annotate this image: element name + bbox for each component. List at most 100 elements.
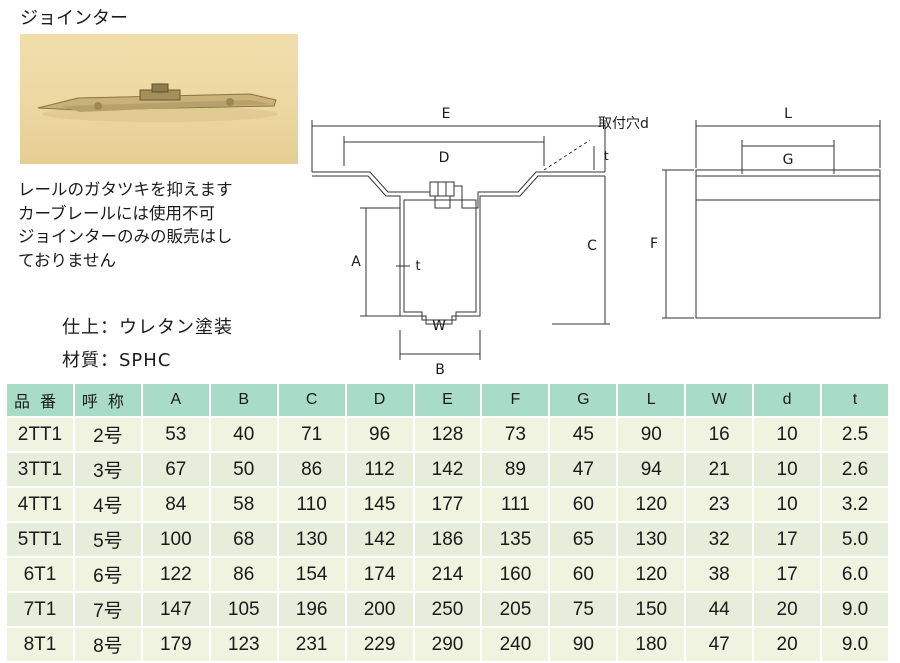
- table-cell: 3TT1: [5, 451, 75, 488]
- table-cell: 94: [616, 451, 687, 488]
- technical-drawing: E D A t C W B 取付穴d t L G F: [311, 106, 881, 378]
- table-cell: 4TT1: [5, 486, 75, 523]
- table-cell: 154: [276, 556, 347, 593]
- table-cell: 73: [480, 416, 551, 453]
- jointer-photo-illustration: [37, 83, 278, 122]
- table-cell: 130: [616, 521, 687, 558]
- table-cell: 65: [548, 521, 619, 558]
- col-header: t: [820, 382, 890, 418]
- mounting-hole-label: 取付穴d: [598, 116, 649, 132]
- col-header: E: [412, 382, 483, 418]
- dimension-d-label: D: [439, 150, 450, 166]
- table-cell: 130: [276, 521, 347, 558]
- thickness-label: t: [604, 149, 609, 163]
- table-cell: 105: [208, 591, 279, 628]
- table-cell: 147: [140, 591, 211, 628]
- table-cell: 160: [480, 556, 551, 593]
- table-cell: 17: [752, 521, 823, 558]
- table-cell: 89: [480, 451, 551, 488]
- table-cell: 214: [412, 556, 483, 593]
- table-cell: 5.0: [820, 521, 890, 558]
- page-title: ジョインター: [20, 8, 128, 29]
- table-cell: 196: [276, 591, 347, 628]
- table-cell: 122: [140, 556, 211, 593]
- table-cell: 20: [752, 591, 823, 628]
- table-cell: 90: [548, 626, 619, 663]
- table-cell: 44: [684, 591, 755, 628]
- col-header: F: [480, 382, 551, 418]
- table-cell: 142: [344, 521, 415, 558]
- table-cell: 84: [140, 486, 211, 523]
- col-header: G: [548, 382, 619, 418]
- table-cell: 205: [480, 591, 551, 628]
- table-cell: 240: [480, 626, 551, 663]
- table-cell: 40: [208, 416, 279, 453]
- col-header: 品番: [5, 382, 75, 418]
- table-cell: 186: [412, 521, 483, 558]
- table-cell: 142: [412, 451, 483, 488]
- table-cell: 145: [344, 486, 415, 523]
- table-cell: 23: [684, 486, 755, 523]
- table-cell: 32: [684, 521, 755, 558]
- table-cell: 177: [412, 486, 483, 523]
- table-cell: 50: [208, 451, 279, 488]
- table-cell: 200: [344, 591, 415, 628]
- material-spec: 材質：SPHC: [62, 350, 172, 371]
- product-photo: [20, 34, 298, 164]
- table-cell: 9.0: [820, 626, 890, 663]
- col-header: A: [140, 382, 211, 418]
- table-cell: 135: [480, 521, 551, 558]
- table-cell: 6号: [72, 556, 143, 593]
- col-header: d: [752, 382, 823, 418]
- dimension-f-label: F: [650, 236, 658, 252]
- notes: レールのガタツキを抑えますカーブレールには使用不可ジョインターのみの販売はしてお…: [18, 178, 233, 272]
- table-cell: 17: [752, 556, 823, 593]
- dimension-l-label: L: [784, 106, 792, 122]
- col-header: D: [344, 382, 415, 418]
- col-header: C: [276, 382, 347, 418]
- table-cell: 120: [616, 486, 687, 523]
- finish-spec: 仕上：ウレタン塗装: [62, 317, 233, 338]
- table-cell: 2TT1: [5, 416, 75, 453]
- table-cell: 20: [752, 626, 823, 663]
- col-header: W: [684, 382, 755, 418]
- table-cell: 21: [684, 451, 755, 488]
- note-line: レールのガタツキを抑えます: [18, 180, 233, 199]
- table-cell: 290: [412, 626, 483, 663]
- dimension-g-label: G: [783, 152, 794, 168]
- table-cell: 112: [344, 451, 415, 488]
- table-cell: 86: [208, 556, 279, 593]
- note-line: ておりません: [18, 250, 117, 270]
- table-cell: 6T1: [5, 556, 75, 593]
- table-cell: 174: [344, 556, 415, 593]
- table-cell: 100: [140, 521, 211, 558]
- table-cell: 111: [480, 486, 551, 523]
- table-cell: 47: [684, 626, 755, 663]
- table-cell: 7T1: [5, 591, 75, 628]
- table-cell: 4号: [72, 486, 143, 523]
- table-cell: 58: [208, 486, 279, 523]
- table-cell: 9.0: [820, 591, 890, 628]
- table-cell: 60: [548, 486, 619, 523]
- table-cell: 3.2: [820, 486, 890, 523]
- table-cell: 180: [616, 626, 687, 663]
- table-cell: 67: [140, 451, 211, 488]
- dimension-e-label: E: [442, 106, 451, 122]
- dimension-a-label: A: [351, 254, 361, 270]
- table-cell: 68: [208, 521, 279, 558]
- table-cell: 110: [276, 486, 347, 523]
- table-cell: 5TT1: [5, 521, 75, 558]
- note-line: ジョインターのみの販売はし: [18, 227, 233, 246]
- table-cell: 60: [548, 556, 619, 593]
- table-cell: 16: [684, 416, 755, 453]
- table-cell: 90: [616, 416, 687, 453]
- note-line: カーブレールには使用不可: [18, 203, 216, 223]
- table-cell: 10: [752, 486, 823, 523]
